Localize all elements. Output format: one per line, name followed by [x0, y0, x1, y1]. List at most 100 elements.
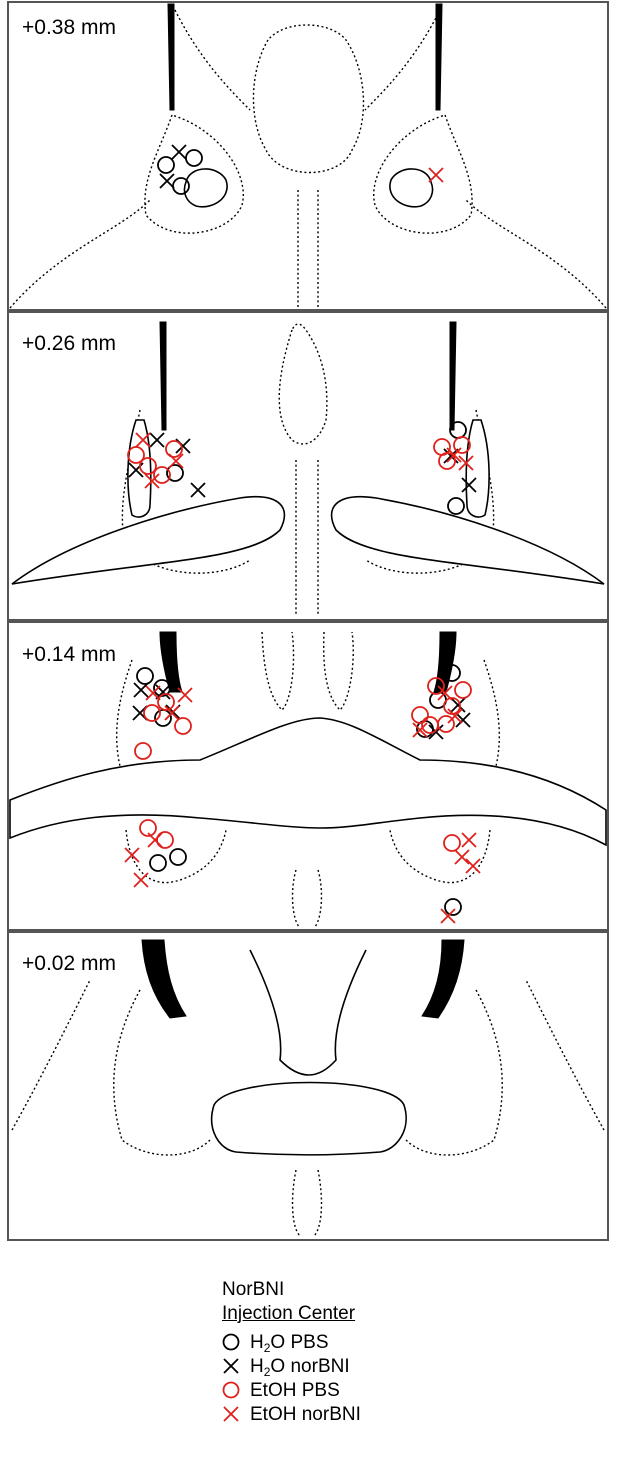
fiber-tract-right — [435, 3, 443, 111]
injection-marker-etoh-pbs — [139, 457, 157, 475]
injection-marker-etoh-norbni — [168, 453, 184, 469]
black-cross-icon — [223, 1358, 239, 1374]
marker-layer-026 — [127, 421, 477, 515]
panel-frame — [7, 1, 609, 311]
legend-subtitle: Injection Center — [222, 1303, 356, 1324]
bnst-left-outline — [144, 114, 244, 234]
injection-marker-etoh-norbni — [412, 722, 428, 738]
injection-marker-h2o-pbs — [447, 497, 465, 515]
injection-marker-etoh-pbs — [438, 452, 456, 470]
injection-marker-etoh-norbni — [454, 849, 470, 865]
legend-title: NorBNI — [222, 1279, 285, 1300]
fiber-tract-left — [167, 3, 175, 111]
injection-marker-etoh-norbni — [447, 708, 463, 724]
anterior-commissure-left — [11, 496, 286, 585]
fiber-tract-left — [141, 939, 187, 1019]
marker-layer-038 — [157, 144, 444, 195]
ventral-outline — [125, 829, 491, 884]
injection-marker-h2o-pbs — [157, 156, 175, 174]
injection-marker-etoh-pbs — [139, 819, 157, 837]
injection-marker-etoh-norbni — [135, 432, 151, 448]
septum-outline — [252, 24, 365, 174]
legend-label: EtOH norBNI — [250, 1403, 361, 1425]
panel-frame — [7, 311, 609, 621]
injection-marker-etoh-norbni — [465, 858, 481, 874]
injection-marker-h2o-norbni — [149, 432, 165, 448]
injection-marker-etoh-pbs — [143, 704, 161, 722]
injection-marker-etoh-pbs — [153, 466, 171, 484]
internal-capsule-right — [465, 419, 490, 518]
section-panel-014: +0.14 mm — [7, 621, 609, 931]
legend-label: EtOH PBS — [250, 1379, 340, 1401]
injection-marker-h2o-norbni — [461, 477, 477, 493]
legend-label: H2O PBS — [250, 1331, 329, 1355]
injection-marker-etoh-pbs — [443, 834, 461, 852]
cortex-outline — [9, 199, 607, 309]
injection-marker-etoh-norbni — [164, 705, 180, 721]
legend-item-h2o-norbni: H2O norBNI — [222, 1354, 522, 1378]
cortex-outline — [11, 979, 605, 1131]
injection-marker-etoh-norbni — [147, 832, 163, 848]
level-label: +0.02 mm — [22, 952, 116, 975]
injection-marker-etoh-pbs — [427, 677, 445, 695]
injection-marker-etoh-pbs — [134, 742, 152, 760]
injection-marker-etoh-norbni — [446, 447, 462, 463]
section-panel-002: +0.02 mm — [7, 819, 609, 1241]
anterior-commissure-left — [183, 168, 228, 208]
midline-outline — [295, 460, 319, 615]
injection-marker-etoh-norbni — [458, 455, 474, 471]
fiber-tract-left — [159, 321, 167, 431]
fiber-tract-right — [449, 321, 457, 431]
injection-marker-h2o-pbs — [149, 854, 167, 872]
injection-marker-h2o-pbs — [169, 848, 187, 866]
red-circle-icon — [222, 1381, 240, 1399]
septum-outline — [278, 323, 328, 445]
anterior-commissure-right — [389, 168, 434, 208]
injection-marker-etoh-pbs — [174, 717, 192, 735]
injection-marker-h2o-norbni — [450, 697, 466, 713]
injection-marker-etoh-pbs — [411, 706, 429, 724]
ventricle-outline — [261, 631, 354, 711]
injection-marker-etoh-norbni — [144, 473, 160, 489]
fiber-tract-right — [421, 939, 465, 1019]
legend-item-etoh-pbs: EtOH PBS — [222, 1378, 522, 1402]
injection-marker-etoh-norbni — [437, 685, 453, 701]
section-panel-038: +0.38 mm — [7, 1, 609, 311]
injection-marker-h2o-norbni — [428, 724, 444, 740]
anterior-commissure — [9, 717, 607, 847]
injection-marker-etoh-norbni — [177, 687, 193, 703]
level-label: +0.14 mm — [22, 643, 116, 666]
injection-marker-etoh-pbs — [453, 436, 471, 454]
legend: NorBNI Injection Center H2O PBS H2O norB… — [222, 1280, 522, 1426]
marker-layer-002 — [124, 819, 481, 924]
injection-marker-etoh-pbs — [157, 693, 175, 711]
level-label: +0.26 mm — [22, 332, 116, 355]
black-circle-icon — [222, 1333, 240, 1351]
injection-marker-h2o-pbs — [136, 667, 154, 685]
ventricle-wall — [174, 9, 441, 111]
bnst-right-outline — [373, 114, 473, 234]
red-cross-icon — [223, 1406, 239, 1422]
midline-outline — [297, 190, 319, 308]
injection-marker-etoh-pbs — [454, 681, 472, 699]
injection-marker-etoh-pbs — [421, 716, 439, 734]
injection-marker-h2o-norbni — [159, 173, 175, 189]
injection-marker-h2o-norbni — [190, 482, 206, 498]
section-panel-026: +0.26 mm — [7, 311, 609, 621]
injection-marker-etoh-norbni — [461, 832, 477, 848]
bnst-outline — [116, 659, 500, 781]
injection-marker-h2o-norbni — [171, 144, 187, 160]
injection-marker-h2o-norbni — [133, 682, 149, 698]
injection-marker-h2o-pbs — [444, 898, 462, 916]
midline-outline — [291, 869, 323, 929]
septum-outline — [249, 949, 367, 1076]
injection-marker-etoh-norbni — [145, 685, 161, 701]
injection-marker-h2o-norbni — [455, 712, 471, 728]
injection-marker-h2o-pbs — [166, 464, 184, 482]
legend-item-h2o-pbs: H2O PBS — [222, 1330, 522, 1354]
injection-marker-etoh-norbni — [428, 167, 444, 183]
injection-marker-etoh-pbs — [165, 440, 183, 458]
injection-marker-h2o-pbs — [443, 664, 461, 682]
injection-marker-etoh-norbni — [124, 847, 140, 863]
